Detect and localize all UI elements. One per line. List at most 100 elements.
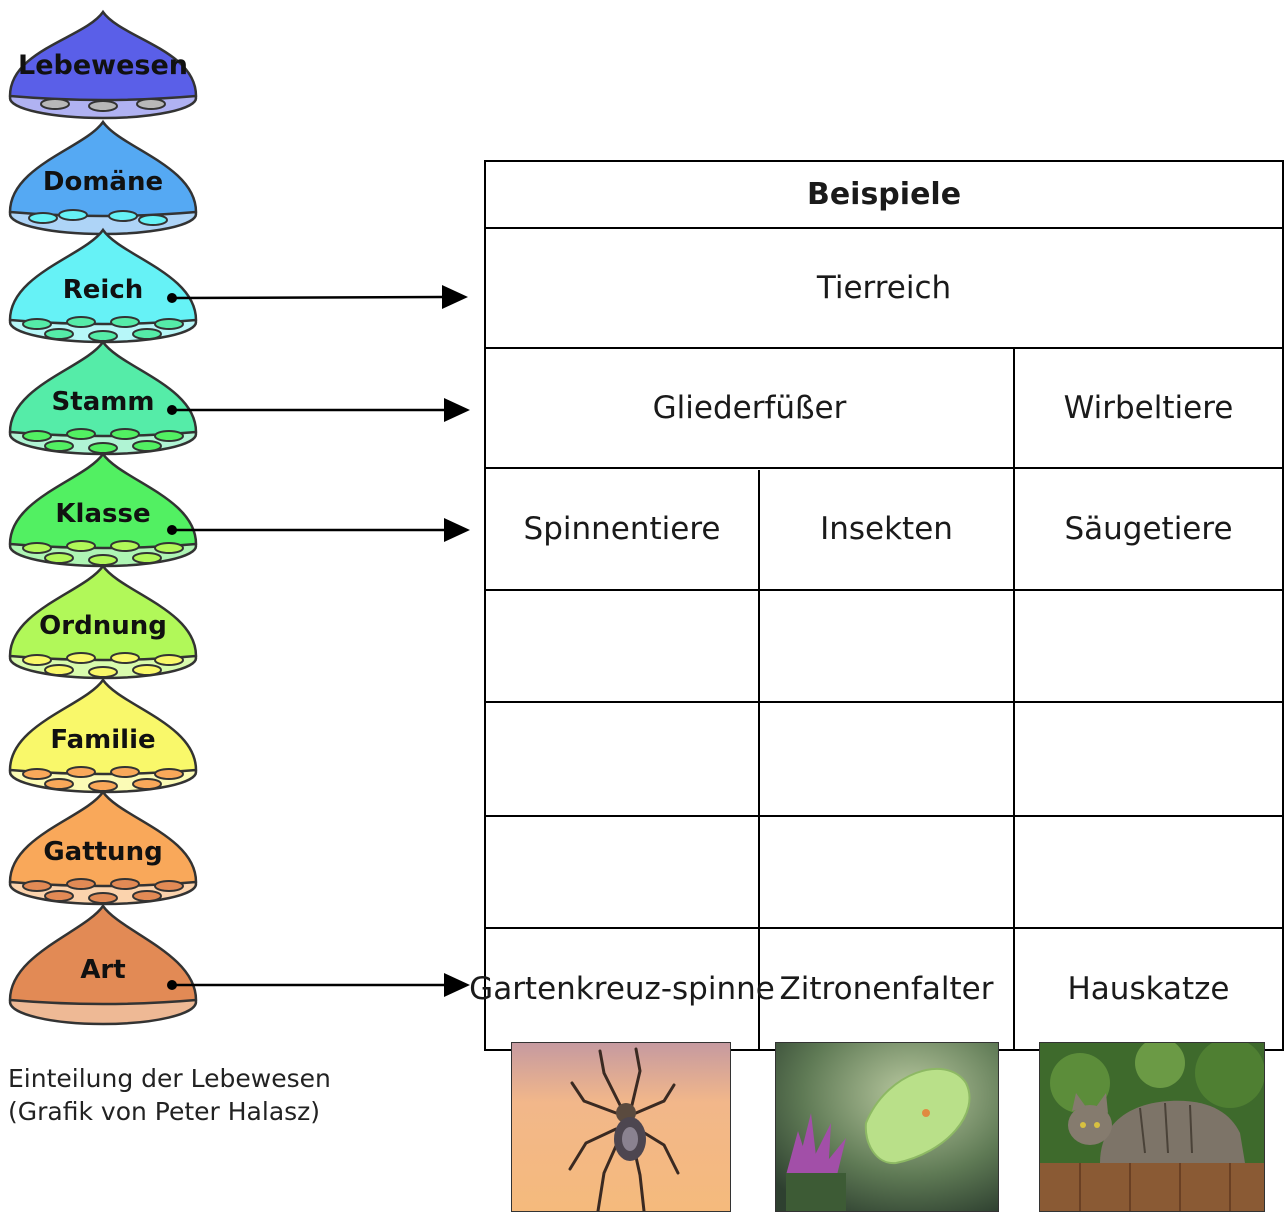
level-hole (88, 330, 118, 342)
level-ordnung: Ordnung (8, 563, 198, 680)
table-line (484, 589, 1284, 591)
cell-empty (760, 817, 1013, 927)
level-drop (8, 903, 198, 1006)
level-hole (88, 442, 118, 454)
cell-empty (486, 703, 758, 815)
butterfly-image (776, 1043, 998, 1211)
level-drop (8, 339, 198, 438)
cell-stamm-2: Wirbeltiere (1063, 390, 1234, 426)
level-drop (8, 789, 198, 888)
cell-klasse-2: Insekten (820, 511, 953, 547)
level-hole (22, 880, 52, 892)
arrow-reich-head (442, 285, 468, 309)
level-domäne: Domäne (8, 119, 198, 236)
level-hole (66, 878, 96, 890)
table-line (484, 701, 1284, 703)
level-hole (44, 664, 74, 676)
table-line (758, 470, 760, 1050)
level-hole (66, 316, 96, 328)
level-hole (22, 430, 52, 442)
level-gattung: Gattung (8, 789, 198, 906)
level-hole (132, 328, 162, 340)
cell-empty (760, 591, 1013, 701)
arrow-klasse-head (444, 518, 470, 542)
level-hole (110, 878, 140, 890)
level-hole (138, 214, 168, 226)
level-drop (8, 9, 198, 102)
table-line (484, 347, 1284, 349)
caption-line-1: Einteilung der Lebewesen (8, 1064, 331, 1093)
level-hole (22, 768, 52, 780)
cell-klasse-3: Säugetiere (1064, 511, 1233, 547)
level-hole (110, 428, 140, 440)
level-familie: Familie (8, 677, 198, 794)
level-hole (132, 890, 162, 902)
level-hole (110, 652, 140, 664)
level-drop (8, 451, 198, 550)
cat-photo (1039, 1042, 1265, 1212)
level-drop (8, 227, 198, 326)
spider-photo (511, 1042, 731, 1212)
level-label: Domäne (43, 167, 163, 197)
arrow-stamm-head (444, 398, 470, 422)
level-hole (132, 778, 162, 790)
cell-empty (486, 591, 758, 701)
level-hole (154, 318, 184, 330)
level-label: Familie (50, 725, 155, 755)
level-reich: Reich (8, 227, 198, 344)
level-hole (154, 542, 184, 554)
level-hole (44, 778, 74, 790)
cat-image (1040, 1043, 1264, 1211)
level-hole (22, 542, 52, 554)
level-hole (44, 890, 74, 902)
level-hole (154, 430, 184, 442)
table-line (484, 467, 1284, 469)
level-hole (110, 540, 140, 552)
figure-caption: Einteilung der Lebewesen (Grafik von Pet… (8, 1062, 331, 1128)
cell-stamm-1: Gliederfüßer (652, 390, 847, 426)
dot-art (167, 980, 177, 990)
level-hole (154, 768, 184, 780)
cell-reich: Tierreich (816, 270, 952, 306)
level-hole (22, 654, 52, 666)
arrow-art-head (444, 973, 470, 997)
level-hole (66, 766, 96, 778)
table-line (484, 815, 1284, 817)
level-hole (88, 780, 118, 792)
table-line (484, 160, 486, 1050)
taxonomy-hierarchy-graphic: LebewesenDomäneReichStammKlasseOrdnungFa… (8, 9, 470, 1026)
butterfly-photo (775, 1042, 999, 1212)
level-art: Art (8, 903, 198, 1026)
table-line (484, 927, 1284, 929)
level-drop (8, 119, 198, 218)
cell-empty (760, 703, 1013, 815)
table-line (484, 160, 1284, 162)
level-label: Art (80, 955, 125, 985)
level-hole (66, 652, 96, 664)
arrows (167, 285, 470, 997)
level-hole (88, 554, 118, 566)
level-hole (132, 664, 162, 676)
level-hole (132, 552, 162, 564)
dot-klasse (167, 525, 177, 535)
level-hole (154, 880, 184, 892)
level-hole (132, 440, 162, 452)
dot-stamm (167, 405, 177, 415)
cell-art-2: Zitronenfalter (779, 971, 994, 1007)
arrow-reich (171, 295, 443, 300)
level-label: Ordnung (39, 611, 167, 641)
level-hole (108, 210, 138, 222)
level-hole (44, 440, 74, 452)
level-drop (8, 677, 198, 776)
level-hole (28, 212, 58, 224)
caption-line-2: (Grafik von Peter Halasz) (8, 1097, 321, 1126)
level-hole (88, 892, 118, 904)
level-drop (8, 563, 198, 662)
level-hole (66, 540, 96, 552)
level-stamm: Stamm (8, 339, 198, 456)
cell-empty (1015, 703, 1282, 815)
level-hole (88, 100, 118, 112)
cell-empty (1015, 817, 1282, 927)
table-line (484, 227, 1284, 229)
level-hole (66, 428, 96, 440)
